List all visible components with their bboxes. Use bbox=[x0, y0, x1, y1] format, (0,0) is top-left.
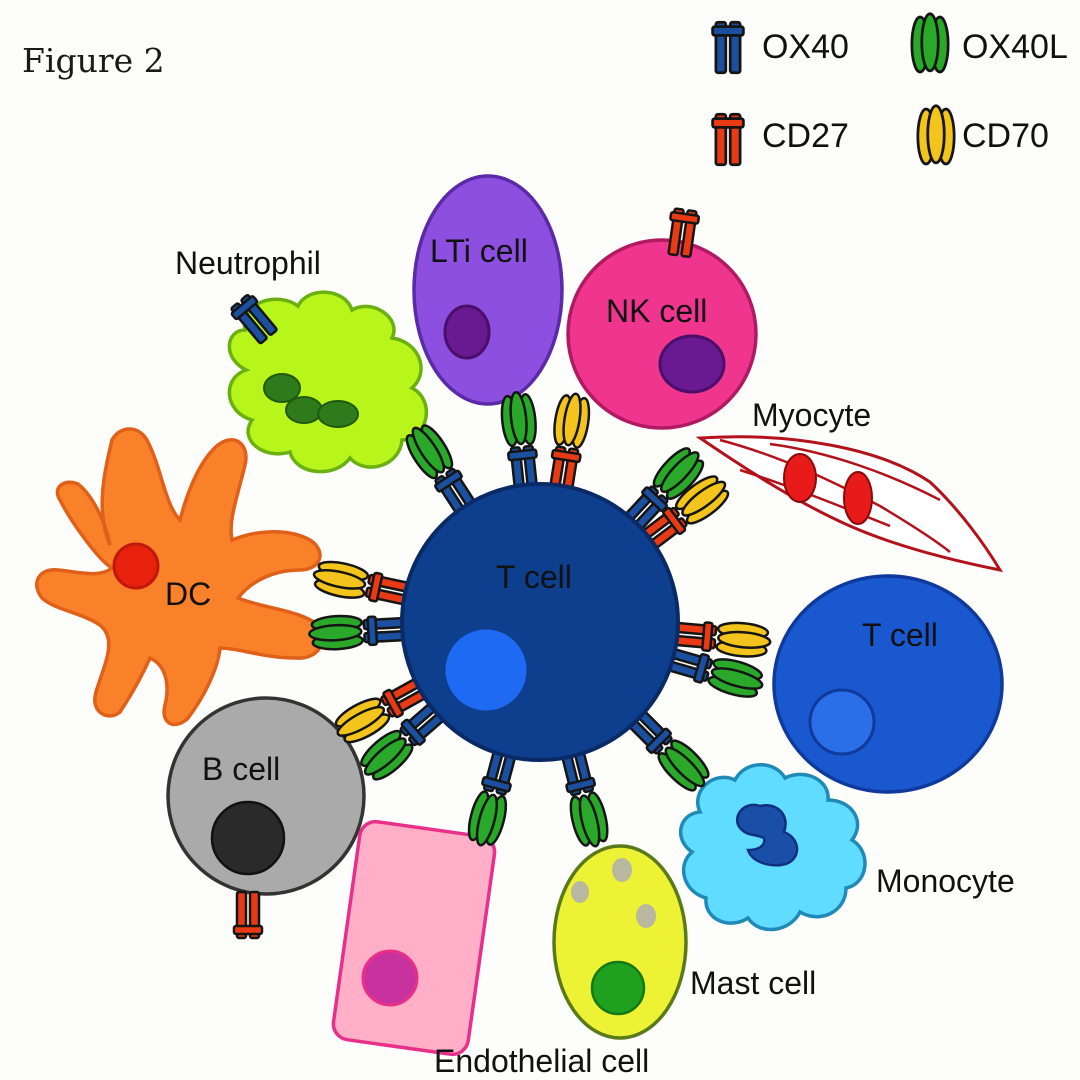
pair-lti-cell-ox40 bbox=[498, 389, 542, 496]
monocyte-label: Monocyte bbox=[876, 863, 1015, 899]
mast-cell-label: Mast cell bbox=[690, 965, 816, 1001]
lti-cell: LTi cell bbox=[412, 174, 564, 406]
b-cell-label: B cell bbox=[202, 751, 280, 787]
central-t-cell-label: T cell bbox=[496, 559, 572, 595]
cd70-ligand bbox=[550, 389, 594, 450]
neutrophil-cell: Neutrophil bbox=[175, 245, 429, 474]
lti-cell-label: LTi cell bbox=[430, 233, 528, 269]
ox40l-ligand bbox=[462, 788, 512, 851]
ox40l-legend-icon bbox=[910, 12, 950, 74]
cd70-ligand bbox=[714, 619, 773, 660]
pair-mast-cell-ox40 bbox=[556, 743, 614, 852]
monocyte-cell: Monocyte bbox=[678, 763, 1015, 932]
dc-cell: DC bbox=[35, 427, 325, 727]
legend-ox40l-label: OX40L bbox=[962, 28, 1068, 66]
ox40l-ligand bbox=[705, 653, 768, 703]
endothelial-label: Endothelial cell bbox=[434, 1043, 649, 1079]
pair-nk-cell-cd27 bbox=[545, 389, 594, 498]
neutrophil-label: Neutrophil bbox=[175, 245, 321, 281]
b-cell: B cell bbox=[166, 696, 366, 896]
free-cd27-receptor bbox=[232, 890, 264, 940]
mast-cell: Mast cell bbox=[552, 844, 816, 1040]
t-cell-right: T cell bbox=[772, 574, 1004, 794]
legend: OX40 OX40L CD27 CD70 bbox=[711, 12, 1068, 167]
endothelial-cell: Endothelial cell bbox=[331, 819, 649, 1079]
pair-dc-cd27 bbox=[309, 556, 418, 610]
ox40l-ligand bbox=[498, 389, 540, 448]
cd70-ligand bbox=[309, 556, 371, 603]
pair-dc-ox40 bbox=[307, 613, 413, 652]
myocyte-label: Myocyte bbox=[752, 397, 871, 433]
legend-cd70-label: CD70 bbox=[962, 117, 1049, 155]
central-t-cell: T cell bbox=[400, 482, 680, 762]
cd27-legend-icon bbox=[711, 112, 745, 167]
cd70-legend-icon bbox=[916, 104, 956, 166]
legend-cd27-label: CD27 bbox=[762, 117, 849, 155]
nk-cell-label: NK cell bbox=[606, 293, 707, 329]
legend-ox40-label: OX40 bbox=[762, 28, 849, 66]
ox40-legend-icon bbox=[711, 20, 745, 75]
ox40l-ligand bbox=[307, 613, 365, 652]
figure-label: Figure 2 bbox=[22, 41, 165, 80]
t-cell-right-label: T cell bbox=[862, 617, 938, 653]
nk-cell: NK cell bbox=[566, 238, 758, 430]
dc-label: DC bbox=[165, 576, 211, 612]
myocyte-cell: Myocyte bbox=[695, 397, 1004, 573]
ox40l-ligand bbox=[565, 789, 614, 852]
